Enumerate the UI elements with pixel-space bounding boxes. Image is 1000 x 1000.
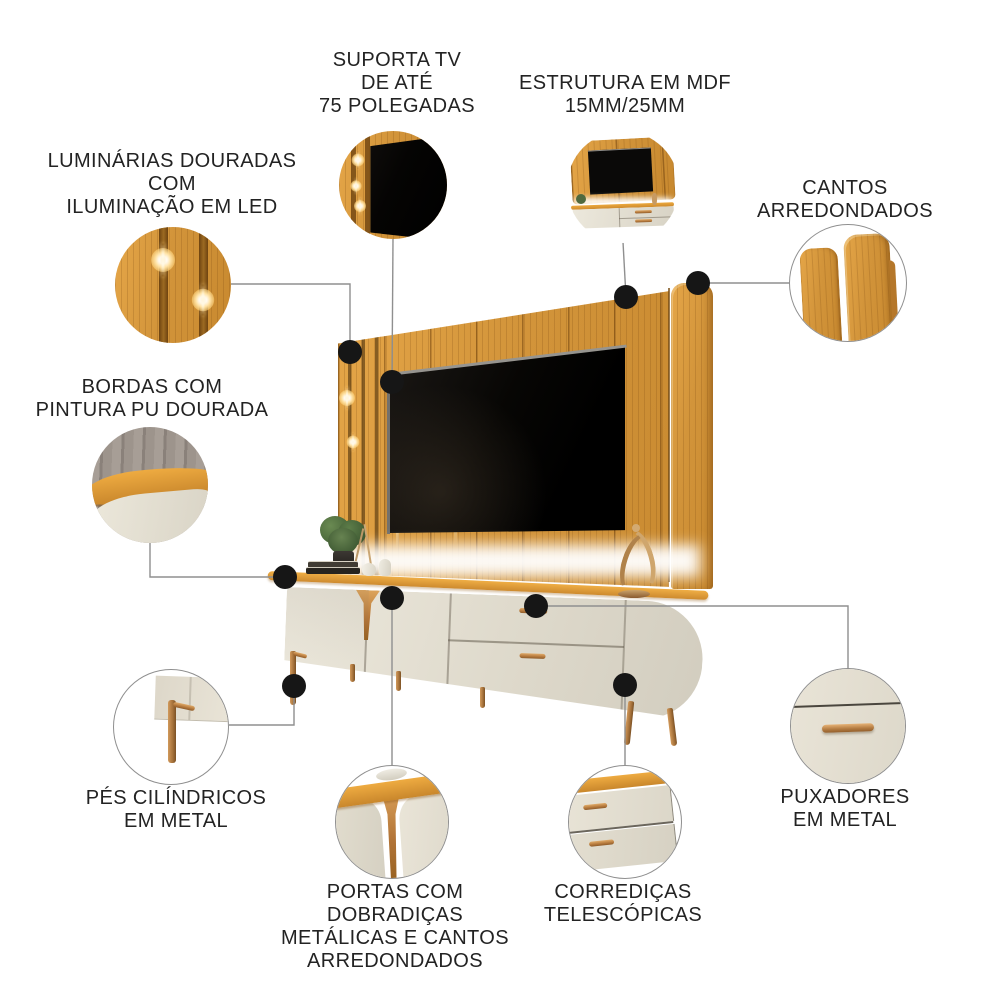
- tv-screen: [388, 345, 625, 533]
- detail-circle-portas: [336, 766, 448, 878]
- slat-groove: [159, 227, 168, 343]
- panel-gap: [667, 288, 670, 582]
- label-line: TELESCÓPICAS: [543, 904, 703, 926]
- callout-dot: [282, 674, 306, 698]
- sculpture-head: [632, 524, 640, 532]
- mini-handle: [634, 210, 652, 214]
- label-line: ILUMINAÇÃO EM LED: [66, 196, 278, 218]
- callout-dot: [338, 340, 362, 364]
- detail-circle-estrutura: [567, 131, 679, 243]
- decor-vase: [379, 559, 391, 576]
- slat-groove: [199, 227, 208, 343]
- mini-rack-body: [572, 206, 674, 230]
- callout-label-portas: PORTAS COM DOBRADIÇAS METÁLICAS E CANTOS…: [281, 881, 509, 973]
- label-line: COM: [148, 173, 196, 195]
- detail-circle-puxadores: [791, 669, 905, 783]
- callout-dot: [380, 370, 404, 394]
- slat-groove: [365, 131, 370, 239]
- tv-frame-left: [387, 374, 390, 534]
- label-line: DOBRADIÇAS: [326, 904, 464, 926]
- callout-dot: [380, 586, 404, 610]
- label-line: METÁLICAS E CANTOS: [281, 927, 509, 949]
- label-line: PINTURA PU DOURADA: [35, 399, 269, 421]
- connector-pes: [229, 686, 295, 726]
- book: [306, 567, 360, 574]
- mini-sculpture: [652, 192, 658, 205]
- label-line: PUXADORES: [780, 786, 910, 808]
- callout-dot: [524, 594, 548, 618]
- label-line: ARREDONDADOS: [757, 200, 933, 222]
- tv-screen-detail: [370, 135, 447, 239]
- callout-dot: [613, 673, 637, 697]
- label-line: BORDAS COM: [81, 376, 223, 398]
- rack-corner: [154, 675, 228, 723]
- label-line: EM METAL: [793, 809, 897, 831]
- mini-tv: [588, 147, 654, 195]
- callout-label-luminarias: LUMINÁRIAS DOURADAS COM ILUMINAÇÃO EM LE…: [48, 150, 297, 219]
- mini-glow: [573, 198, 673, 207]
- label-line: CANTOS: [802, 177, 888, 199]
- decor-books: [306, 561, 360, 574]
- callout-dot: [614, 285, 638, 309]
- label-line: 75 POLEGADAS: [319, 95, 475, 117]
- label-line: 15MM/25MM: [564, 95, 686, 117]
- callout-label-corredicas: CORREDIÇAS TELESCÓPICAS: [544, 881, 702, 927]
- label-line: EM METAL: [124, 810, 228, 832]
- label-line: ESTRUTURA EM MDF: [519, 72, 731, 94]
- mini-handle: [635, 219, 652, 223]
- door-left: [336, 795, 387, 878]
- callout-label-cantos: CANTOS ARREDONDADOS: [757, 177, 933, 223]
- callout-dot: [686, 271, 710, 295]
- drawer-seam: [791, 702, 905, 709]
- metal-leg: [350, 664, 355, 682]
- label-line: ARREDONDADOS: [307, 950, 483, 972]
- connector-luminarias: [231, 283, 351, 352]
- callout-label-puxadores: PUXADORES EM METAL: [780, 786, 909, 832]
- tv-panel: [338, 283, 714, 595]
- sculpture-base: [618, 590, 650, 598]
- detail-circle-luminarias: [115, 227, 231, 343]
- decor-vase: [362, 563, 376, 576]
- label-line: SUPORTA TV: [332, 49, 462, 71]
- mini-plant: [575, 193, 586, 204]
- metal-leg: [480, 687, 485, 708]
- callout-label-estrutura: ESTRUTURA EM MDF 15MM/25MM: [519, 72, 731, 118]
- connector-bordas: [149, 543, 285, 578]
- rounded-corner-board: [798, 247, 843, 341]
- label-line: LUMINÁRIAS DOURADAS: [47, 150, 297, 172]
- rounded-corner-board: [842, 233, 896, 341]
- callout-label-suporta-tv: SUPORTA TV DE ATÉ 75 POLEGADAS: [319, 49, 475, 118]
- drawer-group: [569, 766, 681, 878]
- label-line: PÉS CILÍNDRICOS: [85, 787, 267, 809]
- connector-puxadores: [536, 605, 849, 670]
- metal-handle: [821, 722, 875, 733]
- cylindrical-leg: [167, 699, 176, 764]
- detail-circle-bordas: [92, 427, 208, 543]
- detail-circle-corredicas: [569, 766, 681, 878]
- door-right: [397, 789, 448, 878]
- label-line: DE ATÉ: [360, 72, 434, 94]
- label-line: PORTAS COM: [326, 881, 464, 903]
- decor-sculpture: [611, 524, 663, 602]
- connector-suporta: [391, 238, 394, 383]
- book: [308, 561, 358, 568]
- callout-label-bordas: BORDAS COM PINTURA PU DOURADA: [36, 376, 269, 422]
- panel-board-right: [671, 283, 713, 589]
- label-line: CORREDIÇAS: [554, 881, 692, 903]
- callout-label-pes: PÉS CILÍNDRICOS EM METAL: [86, 787, 266, 833]
- detail-circle-cantos: [790, 225, 906, 341]
- metal-leg: [396, 671, 401, 691]
- detail-circle-pes: [114, 670, 228, 784]
- slat-groove: [351, 131, 356, 239]
- plant-foliage: [328, 528, 358, 554]
- callout-dot: [273, 565, 297, 589]
- detail-circle-suporta-tv: [339, 131, 447, 239]
